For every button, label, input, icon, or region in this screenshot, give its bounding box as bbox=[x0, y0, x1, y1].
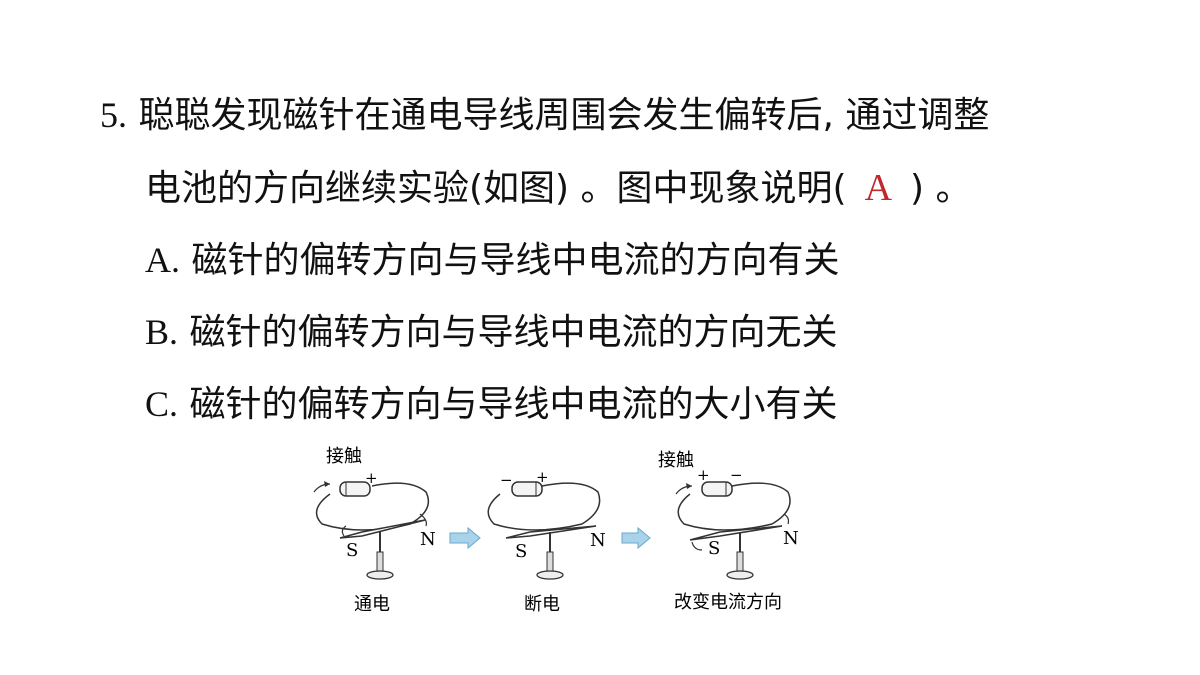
arrowhead-icon bbox=[324, 481, 330, 487]
panel-caption: 通电 bbox=[354, 594, 390, 615]
question-number: 5. bbox=[100, 95, 127, 135]
panel-unpowered: − + S N 断电 bbox=[487, 468, 606, 615]
option-text: 磁针的偏转方向与导线中电流的方向无关 bbox=[189, 312, 838, 353]
answer-text: A bbox=[864, 167, 893, 209]
panel-top-label: 接触 bbox=[658, 450, 694, 471]
wire-loop bbox=[487, 482, 601, 531]
option-letter: B. bbox=[145, 312, 179, 352]
question-stem-end: ) 。 bbox=[910, 168, 972, 209]
stand-base bbox=[366, 570, 394, 580]
question-line-1: 5. 聪聪发现磁针在通电导线周围会发生偏转后, 通过调整 bbox=[100, 95, 989, 136]
panel-reversed-current: 接触 + − S N 改变电流方向 bbox=[658, 450, 799, 613]
pole-n: N bbox=[783, 528, 799, 549]
option-text: 磁针的偏转方向与导线中电流的大小有关 bbox=[189, 384, 838, 425]
question-line-2: 电池的方向继续实验(如图) 。图中现象说明( A ) 。 bbox=[145, 168, 972, 209]
plus-sign: + bbox=[697, 466, 710, 484]
plus-sign: + bbox=[365, 469, 378, 487]
minus-sign: − bbox=[500, 471, 513, 489]
question-stem-line-2: 电池的方向继续实验(如图) 。图中现象说明( bbox=[145, 168, 847, 209]
pole-n: N bbox=[420, 529, 436, 550]
plus-sign: + bbox=[536, 468, 549, 486]
compass-needle bbox=[689, 525, 783, 541]
next-arrow-icon bbox=[449, 526, 481, 550]
minus-sign: − bbox=[730, 466, 743, 484]
option-letter: A. bbox=[145, 240, 180, 280]
option-c: C. 磁针的偏转方向与导线中电流的大小有关 bbox=[145, 384, 837, 425]
battery-icon bbox=[511, 481, 543, 497]
pole-s: S bbox=[346, 540, 358, 561]
wire-loop bbox=[677, 482, 791, 531]
option-a: A. 磁针的偏转方向与导线中电流的方向有关 bbox=[145, 240, 839, 281]
option-b: B. 磁针的偏转方向与导线中电流的方向无关 bbox=[145, 312, 837, 353]
stand-base bbox=[726, 570, 754, 580]
battery-icon bbox=[701, 481, 733, 497]
option-text: 磁针的偏转方向与导线中电流的方向有关 bbox=[191, 240, 840, 281]
panel-powered: 接触 + S N 通电 bbox=[313, 446, 436, 615]
panel-top-label: 接触 bbox=[326, 446, 362, 467]
experiment-figure: 接触 + S N 通电 − + S N 断电 接触 + bbox=[313, 446, 799, 615]
question-stem-line-1: 聪聪发现磁针在通电导线周围会发生偏转后, 通过调整 bbox=[138, 95, 990, 136]
next-arrow-icon bbox=[621, 526, 651, 550]
pole-n: N bbox=[590, 530, 606, 551]
panel-caption: 断电 bbox=[524, 594, 560, 615]
pole-s: S bbox=[515, 541, 527, 562]
option-letter: C. bbox=[145, 384, 179, 424]
panel-caption: 改变电流方向 bbox=[674, 592, 782, 613]
pole-s: S bbox=[708, 538, 720, 559]
stand-base bbox=[536, 570, 564, 580]
battery-icon bbox=[339, 481, 371, 497]
arrowhead-icon bbox=[686, 483, 692, 489]
